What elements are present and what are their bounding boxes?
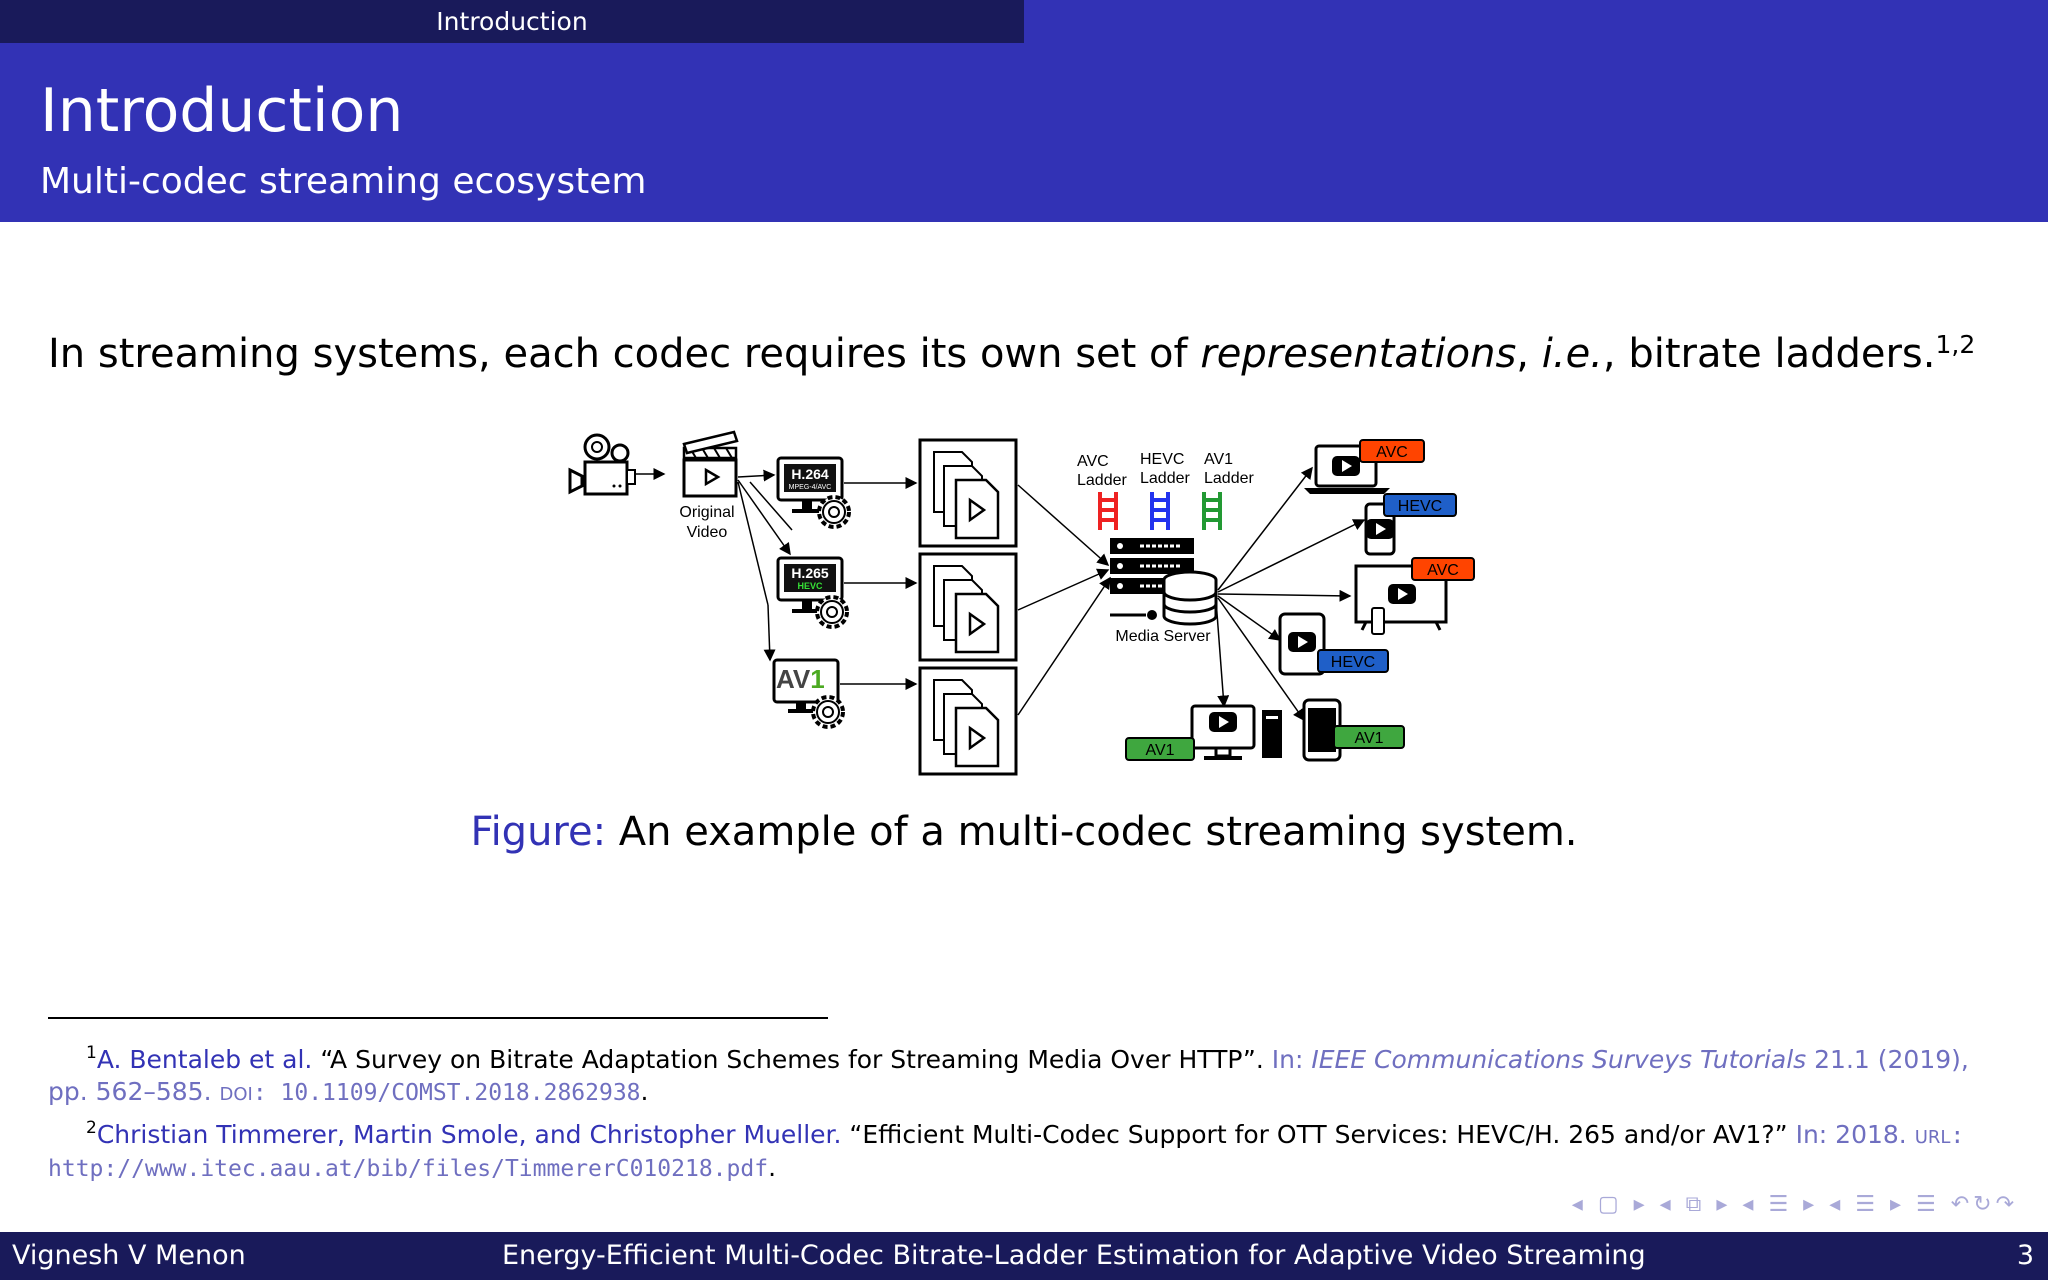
- hevc-ladder-label-1: HEVC: [1140, 451, 1184, 468]
- page-number: 3: [2016, 1240, 2034, 1271]
- footnote-details: 21.1 (2019), pp. 562–585.: [48, 1045, 1969, 1106]
- avc-ladder-icon: [1098, 492, 1118, 530]
- body-text-part: , bitrate ladders.: [1602, 331, 1936, 377]
- doi-link[interactable]: : 10.1109/COMST.2018.2862938: [252, 1080, 641, 1106]
- slide-footer: Vignesh V Menon Energy-Efficient Multi-C…: [0, 1232, 2048, 1280]
- av1-encoder-icon: [772, 658, 845, 729]
- hevc-ladder-icon: [1150, 492, 1170, 530]
- figure-caption-text: An example of a multi-codec streaming sy…: [606, 809, 1578, 855]
- footnote-end: .: [768, 1153, 777, 1182]
- media-server-icon: [1110, 538, 1218, 626]
- footnote-number: 1: [86, 1043, 97, 1063]
- multi-codec-figure: Original Video H.264 MPEG-4/AVC H.265 HE…: [540, 420, 1510, 785]
- smartphone-device-icon: [1302, 698, 1342, 762]
- footer-author: Vignesh V Menon: [12, 1240, 246, 1271]
- media-server-label: Media Server: [1115, 628, 1211, 645]
- tablet-device-icon: [1278, 612, 1326, 676]
- tag-av1-desktop: AV1: [1125, 737, 1195, 761]
- h265-encoder-icon: [776, 556, 849, 629]
- h264-logo-text: H.264: [791, 466, 829, 482]
- footnote-authors-link[interactable]: Christian Timmerer, Martin Smole, and Ch…: [96, 1120, 842, 1149]
- h264-encoder-icon: [776, 456, 851, 529]
- av1-ladder-icon: [1202, 492, 1222, 530]
- av1-ladder-label-2: Ladder: [1204, 470, 1254, 487]
- doi-label: doi: [219, 1077, 253, 1106]
- beamer-navigation-controls[interactable]: ◂ ▢ ▸ ◂ ⧉ ▸ ◂ ☰ ▸ ◂ ☰ ▸ ☰ ↶↻↷: [1571, 1192, 2018, 1217]
- footnote-1: 1A. Bentaleb et al. “A Survey on Bitrate…: [48, 1037, 1998, 1109]
- av1-ladder-label-1: AV1: [1204, 451, 1233, 468]
- avc-ladder-label-1: AVC: [1077, 453, 1109, 470]
- avc-representations-icon: [918, 438, 1018, 548]
- tag-hevc-phone: HEVC: [1383, 493, 1457, 517]
- footnote-in: In:: [1271, 1045, 1312, 1074]
- svg-text:AV1: AV1: [1145, 742, 1174, 759]
- footnote-reference[interactable]: 1,2: [1935, 330, 1976, 359]
- tag-av1-smartphone: AV1: [1333, 725, 1405, 749]
- slide-title-bar: Introduction Multi-codec streaming ecosy…: [0, 43, 2048, 222]
- h265-logo-text: H.265: [791, 565, 829, 581]
- url-link[interactable]: : http://www.itec.aau.at/bib/files/Timme…: [48, 1123, 1965, 1182]
- svg-text:AVC: AVC: [1427, 562, 1459, 579]
- tag-hevc-tablet: HEVC: [1317, 649, 1389, 673]
- svg-text:HEVC: HEVC: [1331, 654, 1375, 671]
- h264-sub-text: MPEG-4/AVC: [789, 484, 832, 491]
- figure-caption: Figure: An example of a multi-codec stre…: [0, 808, 2048, 856]
- av1-representations-icon: [918, 666, 1018, 776]
- body-emphasis-representations: representations: [1200, 331, 1517, 377]
- slide-title: Introduction: [40, 76, 404, 146]
- tag-avc-laptop: AVC: [1359, 439, 1425, 463]
- tag-avc-tv: AVC: [1411, 557, 1475, 581]
- original-video-label-2: Video: [687, 524, 728, 541]
- hevc-ladder-label-2: Ladder: [1140, 470, 1190, 487]
- camera-icon: [568, 433, 636, 496]
- url-label: url: [1914, 1120, 1951, 1149]
- body-paragraph: In streaming systems, each codec require…: [48, 330, 1975, 378]
- svg-text:HEVC: HEVC: [1398, 498, 1442, 515]
- footnote-venue: IEEE Communications Surveys Tutorials: [1311, 1045, 1807, 1074]
- desktop-device-icon: [1190, 704, 1282, 760]
- slide-subtitle: Multi-codec streaming ecosystem: [40, 161, 647, 202]
- body-text-part: In streaming systems, each codec require…: [48, 331, 1201, 377]
- footnote-title: “Efficient Multi-Codec Support for OTT S…: [841, 1120, 1796, 1149]
- footnote-in: In: 2018.: [1795, 1120, 1915, 1149]
- body-emphasis-ie: i.e.: [1541, 331, 1603, 377]
- footnote-title: “A Survey on Bitrate Adaptation Schemes …: [312, 1045, 1272, 1074]
- footer-title: Energy-Efficient Multi-Codec Bitrate-Lad…: [502, 1240, 1646, 1271]
- hevc-representations-icon: [918, 552, 1018, 662]
- section-navigation-bar: Introduction: [0, 0, 2048, 43]
- footnote-2: 2Christian Timmerer, Martin Smole, and C…: [48, 1112, 1998, 1185]
- footnote-separator: [48, 1017, 828, 1019]
- avc-ladder-label-2: Ladder: [1077, 472, 1127, 489]
- original-video-label-1: Original: [679, 504, 734, 521]
- footnote-end: .: [640, 1077, 649, 1106]
- figure-caption-label: Figure:: [470, 809, 607, 855]
- streaming-diagram: Original Video H.264 MPEG-4/AVC H.265 HE…: [568, 430, 1475, 776]
- footnote-authors-link[interactable]: A. Bentaleb et al.: [96, 1045, 313, 1074]
- h265-sub-text: HEVC: [797, 581, 823, 591]
- svg-text:AVC: AVC: [1376, 444, 1408, 461]
- current-section-tab[interactable]: Introduction: [0, 0, 1024, 43]
- clapperboard-icon: [682, 430, 739, 498]
- body-text-part: ,: [1516, 331, 1542, 377]
- footnote-number: 2: [86, 1118, 97, 1138]
- av1-logo-text: AV1: [776, 664, 825, 694]
- svg-text:AV1: AV1: [1354, 730, 1383, 747]
